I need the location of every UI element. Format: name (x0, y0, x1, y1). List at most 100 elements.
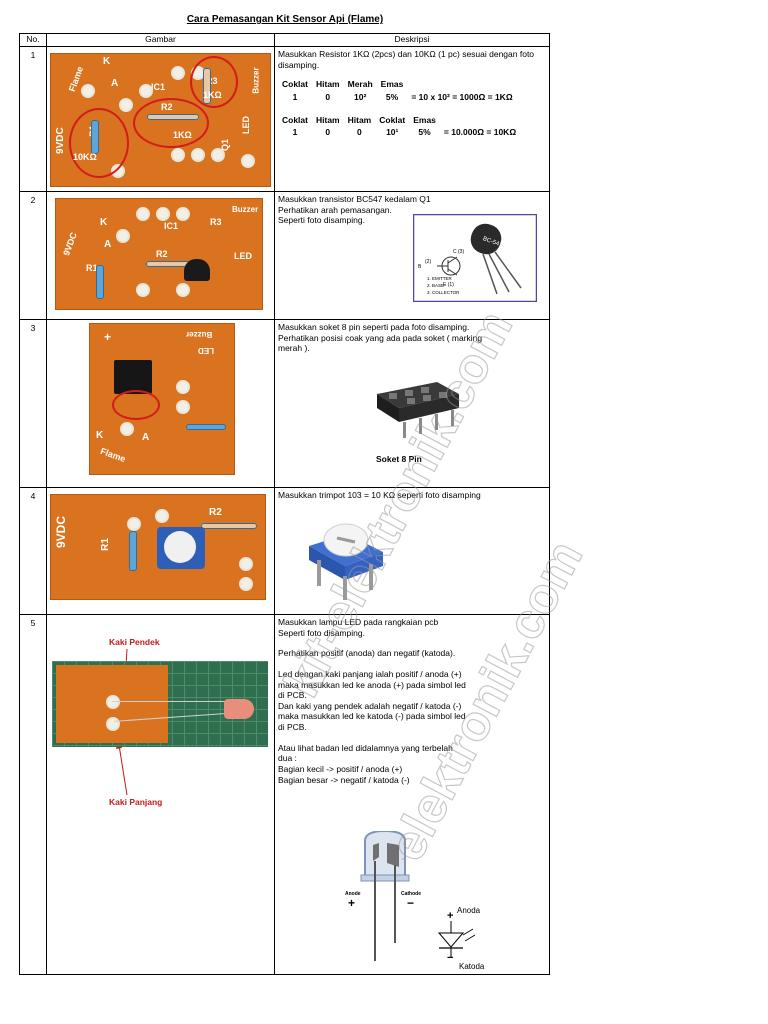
led-leg (112, 701, 232, 702)
led-symbol-katoda: Katoda (459, 962, 485, 971)
header-gambar: Gambar (46, 33, 275, 47)
resistor (201, 523, 257, 529)
pcb-pad (176, 283, 190, 297)
socket-8pin-illustration (377, 382, 459, 438)
table-row: 1 9VDC Flame K A IC1 R2 R1 R3 LED Buzzer… (19, 46, 550, 192)
pcb-photo: 9VDC Flame K A IC1 R2 R1 R3 LED Buzzer Q… (50, 53, 271, 187)
color-code-table: Coklat Hitam Merah Emas 1 0 10² 5% = 10 … (278, 78, 517, 103)
table-row: 3 Buzzer LED Flame K A + Masukkan soket … (19, 319, 550, 488)
row-image: 9VDC Flame K A IC1 R2 R1 R3 LED Buzzer Q… (46, 46, 275, 192)
assembly-table: No. Gambar Deskripsi 1 9VDC Flame K A IC… (19, 33, 550, 975)
pcb-label: K (96, 430, 104, 441)
description-line: maka masukkan led ke katoda (-) pada sim… (278, 711, 466, 722)
pcb-pad (136, 283, 150, 297)
highlight-circle (133, 98, 209, 148)
color-val: 0 (325, 127, 331, 138)
color-head: Merah (347, 79, 373, 90)
pcb-pad (176, 380, 190, 394)
row-number: 5 (19, 614, 47, 975)
socket-on-pcb (114, 360, 152, 394)
pcb-pad (127, 517, 141, 531)
pcb-label: LED (234, 251, 252, 261)
pcb-pad (239, 577, 253, 591)
description-line: Perhatikan positif (anoda) dan negatif (… (278, 648, 456, 659)
description-line: di PCB. (278, 690, 307, 701)
pcb-label: R1 (86, 263, 98, 273)
description-line: Dan kaki yang pendek adalah negatif / ka… (278, 700, 462, 711)
description-line: di PCB. (278, 722, 307, 732)
color-val: 0 (357, 127, 362, 138)
row-description: Masukkan Resistor 1KΩ (2pcs) dan 10KΩ (1… (274, 46, 550, 192)
color-val: 0 (325, 91, 331, 102)
description-line: Masukkan transistor BC547 kedalam Q1 (278, 194, 431, 204)
pcb-pad (211, 148, 225, 162)
row-number: 2 (19, 191, 47, 320)
ring-label: 1KΩ (173, 130, 192, 140)
table-row: 2 9VDC K A IC1 R2 R1 R3 LED Buzzer (19, 191, 550, 320)
cathode-label: Cathode (401, 891, 421, 897)
transistor-diagram: BC-547 C (3) B (2) E (1) 1. EMITTER 2. B… (413, 214, 537, 302)
row-description: Masukkan transistor BC547 kedalam Q1 Per… (274, 191, 550, 320)
label-kaki-pendek: Kaki Pendek (109, 637, 160, 647)
pcb-label: Buzzer (251, 67, 261, 94)
description-line: Masukkan soket 8 pin seperti pada foto d… (278, 322, 470, 332)
pcb-pad (120, 422, 134, 436)
socket-caption: Soket 8 Pin (376, 454, 422, 464)
row-image: Buzzer LED Flame K A + (46, 319, 275, 488)
ring-label: 10KΩ (73, 152, 97, 162)
led-photo (52, 661, 268, 747)
description-line: maka masukkan led ke anoda (+) pada simb… (278, 679, 466, 690)
color-head: Hitam (347, 114, 372, 125)
description-line: Atau lihat badan led didalamnya yang ter… (278, 742, 453, 753)
pcb-pad (155, 509, 169, 523)
led-diagram: Anode + Cathode − + Anoda − Katoda (345, 831, 485, 971)
led-symbol-anoda: Anoda (457, 906, 481, 915)
pcb-label: LED (241, 116, 251, 134)
resistor (186, 424, 226, 430)
pcb-label: 9VDC (54, 515, 69, 549)
trimpot-on-pcb (157, 527, 205, 569)
pcb-label: A (111, 78, 119, 89)
description-line: Perhatikan posisi coak yang ada pada sok… (278, 332, 483, 343)
pcb-pad (176, 207, 190, 221)
resistor (129, 531, 137, 571)
pcb-pad (239, 557, 253, 571)
table-row: 5 Kaki Pendek Kaki Panjang Masukkan lamp (19, 614, 550, 975)
pcb-pad (171, 66, 185, 80)
pcb-pad (106, 717, 120, 731)
description-line: Seperti foto disamping. (278, 627, 365, 638)
color-head: Hitam (315, 114, 340, 125)
description-line: Bagian kecil -> positif / anoda (+) (278, 763, 403, 774)
pcb-label: 9VDC (61, 231, 79, 257)
led-symbol-minus: − (447, 952, 453, 964)
pcb-pad (81, 84, 95, 98)
pcb-label: + (104, 330, 112, 344)
pcb-photo: 9VDC R1 R2 (50, 494, 266, 600)
pcb-pad (156, 207, 170, 221)
pcb-label: K (103, 56, 111, 67)
pin-label: B (418, 264, 422, 270)
trimpot-illustration (309, 523, 383, 600)
table-row: 4 9VDC R1 R2 Masukkan trimpot 103 = 10 K… (19, 487, 550, 615)
header-deskripsi: Deskripsi (274, 33, 550, 47)
color-head: Emas (380, 79, 404, 90)
pcb-label: Buzzer (232, 205, 259, 214)
pcb-label: R2 (209, 507, 222, 518)
ring-label: 1KΩ (203, 90, 222, 100)
pcb-pad (119, 98, 133, 112)
pcb-label: K (100, 217, 108, 228)
description-line: merah ). (278, 343, 310, 354)
highlight-circle (190, 56, 238, 108)
pin-label: (2) (425, 259, 431, 265)
pin-label: E (1) (443, 282, 454, 288)
pcb-label: IC1 (151, 82, 166, 92)
row-description: Masukkan soket 8 pin seperti pada foto d… (274, 319, 550, 488)
description-line: Bagian besar -> negatif / katoda (-) (278, 774, 410, 785)
row-description: Masukkan trimpot 103 = 10 KΩ seperti fot… (274, 487, 550, 615)
color-val: 5% (385, 91, 399, 102)
pcb-photo: 9VDC K A IC1 R2 R1 R3 LED Buzzer (55, 198, 263, 310)
color-equation: = 10 x 10² = 1000Ω = 1KΩ (411, 91, 513, 102)
led-symbol-plus: + (447, 910, 453, 922)
pin-legend: 2. BASE (427, 283, 444, 288)
description-line: Perhatikan arah pemasangan. (278, 204, 392, 215)
